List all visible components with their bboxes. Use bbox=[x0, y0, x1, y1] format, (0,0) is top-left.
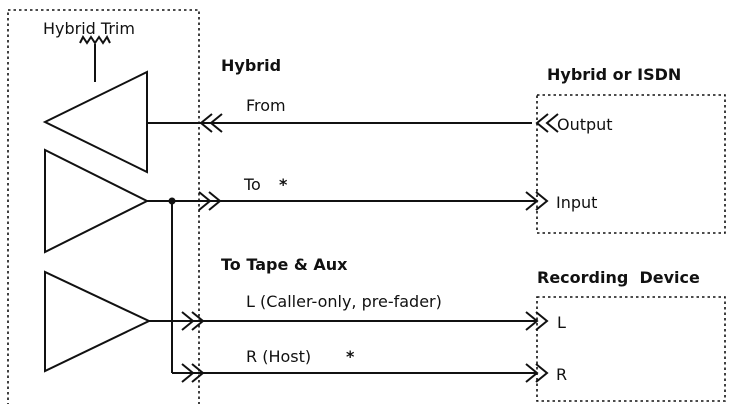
input-arrow-head-b bbox=[535, 191, 549, 211]
left-arrow-head-a bbox=[181, 311, 195, 331]
to-asterisk: * bbox=[279, 175, 288, 194]
to-label: To bbox=[243, 175, 261, 194]
hybrid-trim-label: Hybrid Trim bbox=[43, 19, 135, 38]
left-channel-label: L (Caller-only, pre-fader) bbox=[246, 292, 442, 311]
from-arrow-head-b bbox=[209, 113, 223, 133]
input-label: Input bbox=[556, 193, 597, 212]
hybrid-heading: Hybrid bbox=[221, 56, 281, 75]
hybrid-device-box bbox=[536, 94, 726, 234]
right-arrow-head-b bbox=[191, 363, 205, 383]
from-arrow-head-a bbox=[199, 113, 213, 133]
trim-pot-icon bbox=[79, 35, 111, 45]
rec-right-label: R bbox=[556, 365, 567, 384]
right-asterisk: * bbox=[346, 347, 355, 366]
recording-device-title: Recording Device bbox=[537, 268, 700, 287]
hybrid-device-title: Hybrid or ISDN bbox=[547, 65, 681, 84]
right-channel-label: R (Host) bbox=[246, 347, 311, 366]
output-label: Output bbox=[557, 115, 613, 134]
right-arrow-head-a bbox=[181, 363, 195, 383]
send-amplifier bbox=[44, 148, 150, 254]
rec-left-arrow-head-b bbox=[535, 311, 549, 331]
from-label: From bbox=[246, 96, 286, 115]
to-arrow-head-b bbox=[208, 191, 222, 211]
tape-aux-heading: To Tape & Aux bbox=[221, 255, 348, 274]
output-arrow-head-b bbox=[545, 113, 559, 133]
to-arrow-head-a bbox=[198, 191, 212, 211]
recording-device-box bbox=[536, 296, 726, 402]
rec-right-arrow-head-b bbox=[535, 363, 549, 383]
rec-left-arrow-head-a bbox=[525, 311, 539, 331]
rec-left-label: L bbox=[557, 313, 566, 332]
left-arrow-head-b bbox=[191, 311, 205, 331]
tape-amplifier bbox=[44, 270, 152, 373]
